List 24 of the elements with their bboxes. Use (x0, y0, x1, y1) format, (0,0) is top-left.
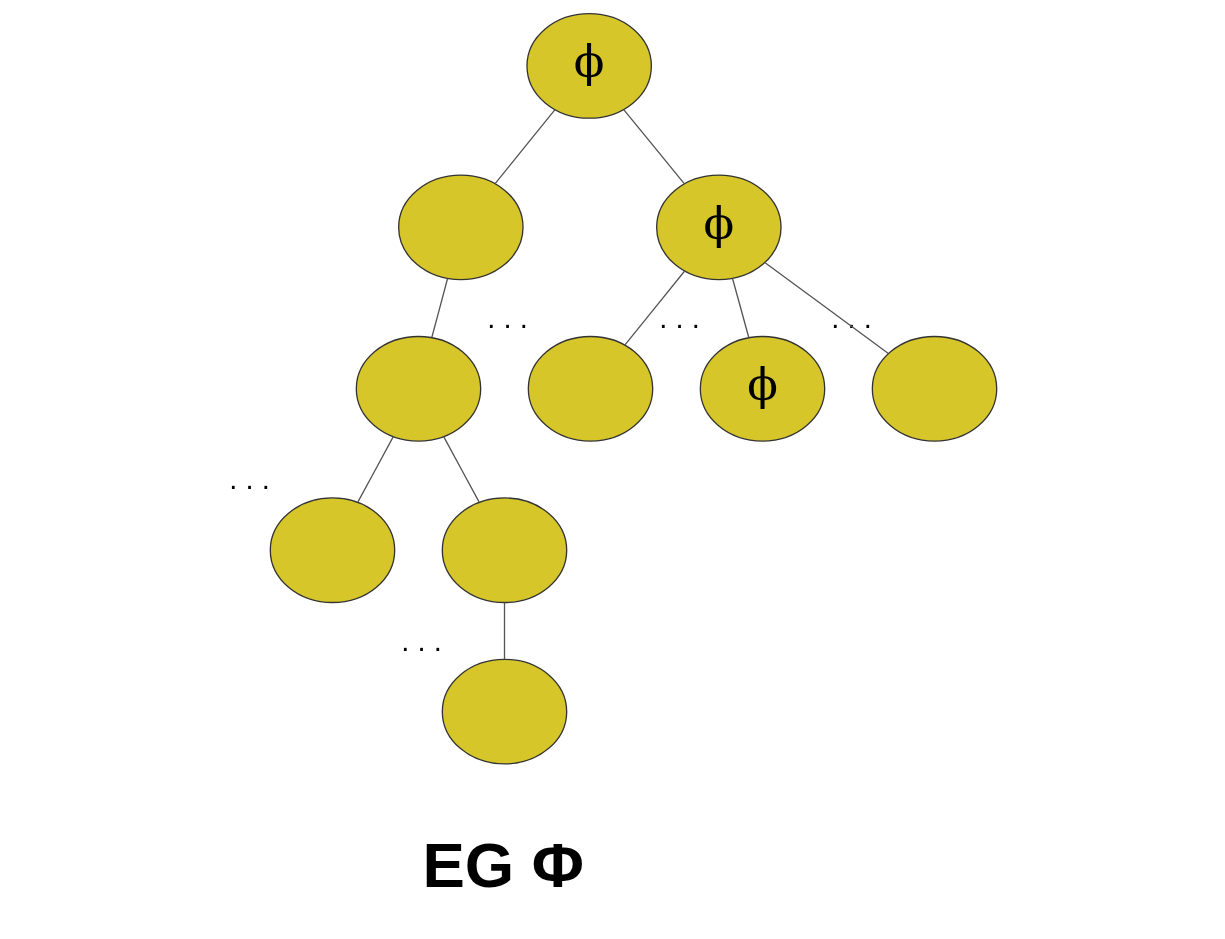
node-label: . . . (400, 624, 442, 657)
node-ellipse (269, 497, 395, 604)
connector (430, 277, 448, 338)
node-label: . . . (228, 463, 270, 496)
node-ellipse (397, 174, 524, 281)
connector (622, 109, 685, 185)
node-ellipse: ϕ (699, 335, 825, 442)
node-label: . . . (486, 302, 528, 335)
node-ellipse (355, 335, 481, 442)
connector (503, 602, 505, 660)
node-ellipse: ϕ (655, 174, 782, 281)
connector (731, 277, 749, 338)
node-ellipse (871, 335, 997, 442)
connector (356, 436, 394, 503)
node-ellipse: ϕ (525, 13, 652, 119)
node-ellipse (527, 335, 653, 442)
node-ellipse (441, 658, 567, 765)
connector (623, 270, 685, 346)
connector (442, 436, 480, 503)
connector (494, 109, 555, 185)
connector (763, 262, 889, 355)
label: EG Φ (421, 830, 584, 901)
node-label: . . . (658, 302, 700, 335)
node-ellipse (441, 497, 567, 604)
